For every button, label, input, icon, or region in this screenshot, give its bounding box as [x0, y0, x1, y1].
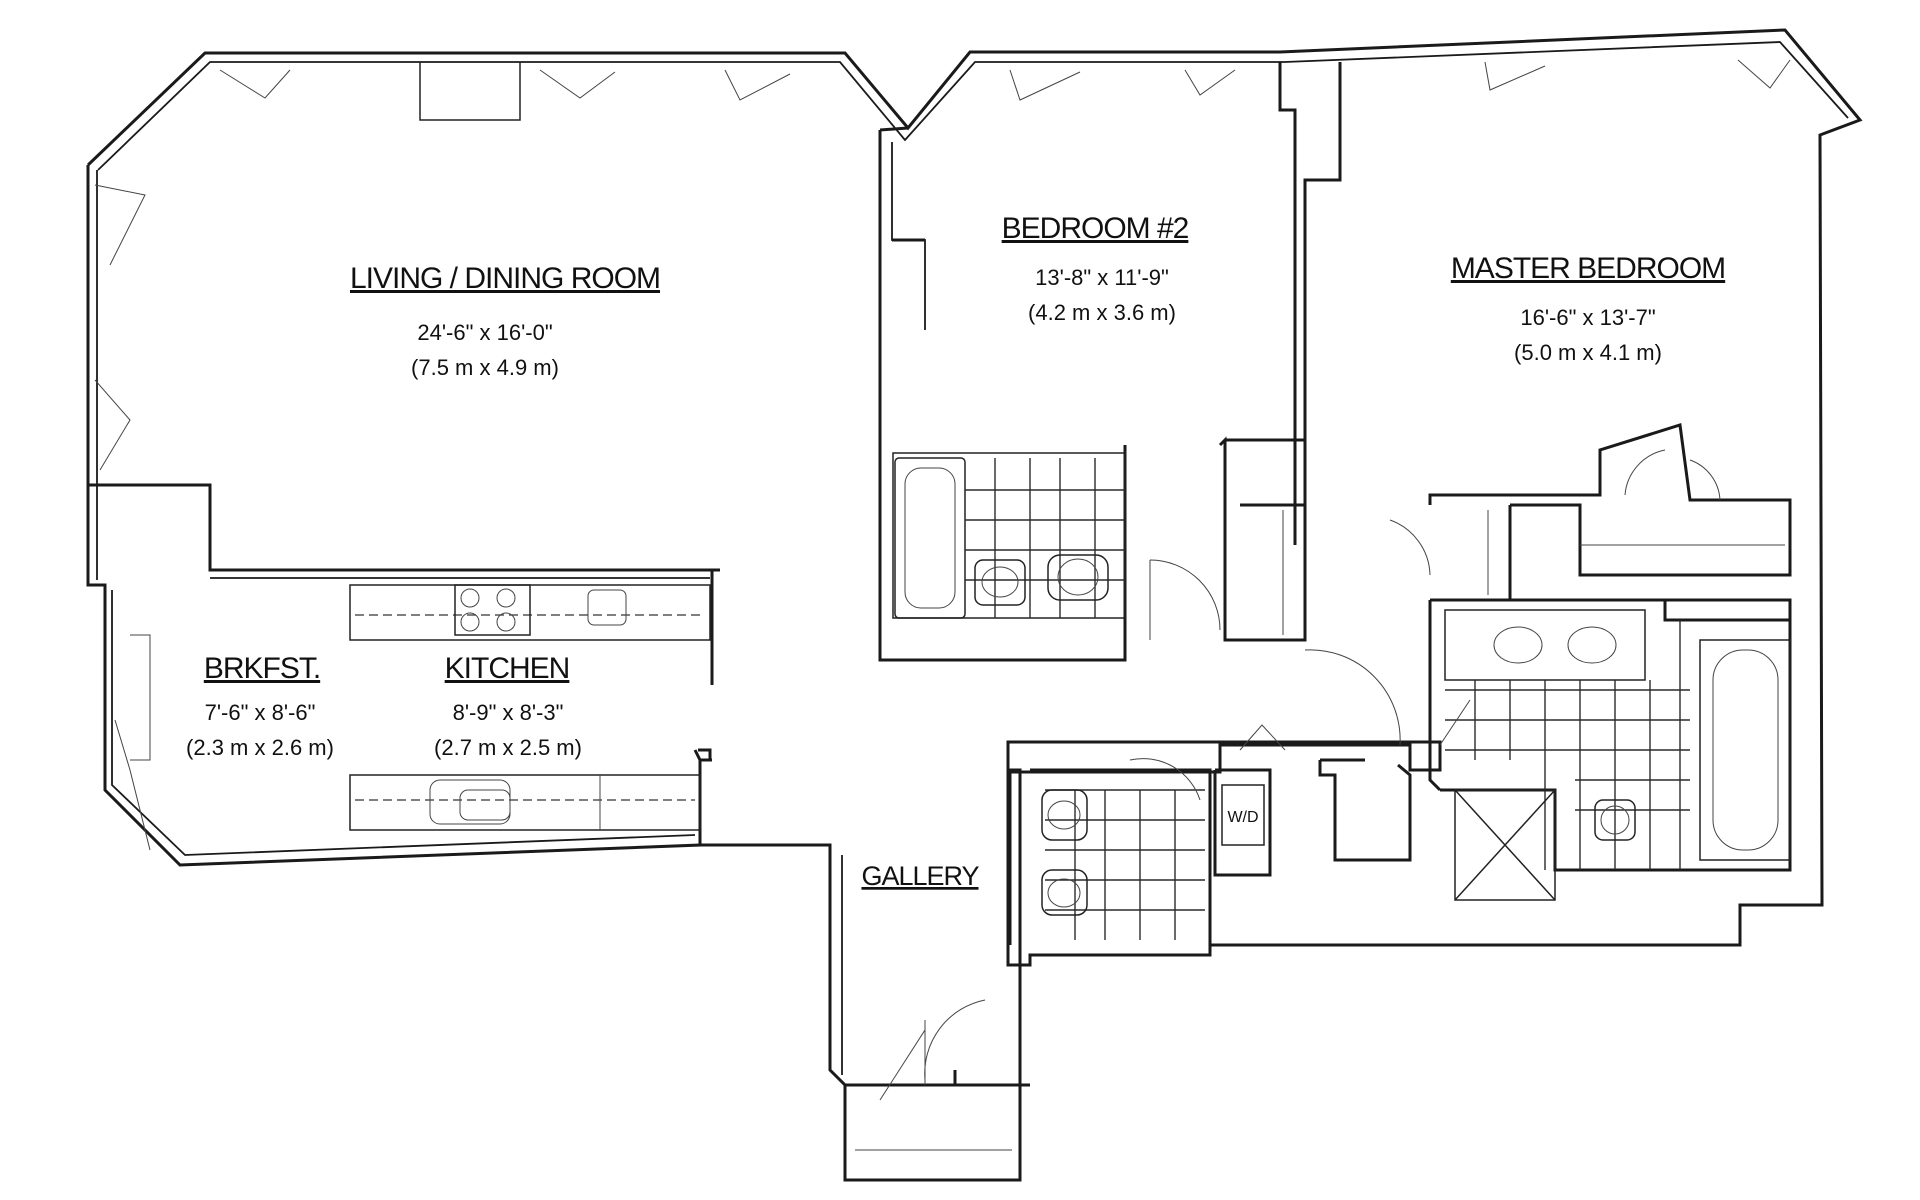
exterior-walls — [86, 28, 1863, 1182]
breakfast-dim-imperial: 7'-6" x 8'-6" — [205, 700, 316, 725]
bedroom2-dim-metric: (4.2 m x 3.6 m) — [1028, 300, 1176, 325]
living-room-dim-metric: (7.5 m x 4.9 m) — [411, 355, 559, 380]
breakfast-name: BRKFST. — [204, 652, 320, 685]
bedroom2-bath — [892, 452, 1126, 619]
interior-walls — [88, 62, 1792, 1182]
gallery-name: GALLERY — [861, 861, 979, 891]
washer-dryer-label: W/D — [1227, 809, 1258, 826]
master-bedroom-name: MASTER BEDROOM — [1451, 252, 1725, 285]
window-swings — [94, 59, 1791, 851]
kitchen-dim-metric: (2.7 m x 2.5 m) — [434, 735, 582, 760]
washer-dryer-box — [1221, 784, 1265, 846]
bedroom2-dim-imperial: 13'-8" x 11'-9" — [1035, 265, 1169, 290]
master-bath — [1444, 609, 1791, 901]
living-room-dim-imperial: 24'-6" x 16'-0" — [417, 320, 552, 345]
kitchen-counters — [130, 584, 711, 831]
doors — [879, 449, 1721, 1101]
master-bedroom-dim-metric: (5.0 m x 4.1 m) — [1514, 340, 1662, 365]
breakfast-dim-metric: (2.3 m x 2.6 m) — [186, 735, 334, 760]
room-labels: LIVING / DINING ROOM 24'-6" x 16'-0" (7.… — [186, 212, 1726, 891]
bedroom2-name: BEDROOM #2 — [1002, 212, 1189, 245]
master-bedroom-dim-imperial: 16'-6" x 13'-7" — [1520, 305, 1655, 330]
kitchen-dim-imperial: 8'-9" x 8'-3" — [453, 700, 564, 725]
living-room-name: LIVING / DINING ROOM — [350, 262, 660, 295]
hall-bath — [1041, 789, 1205, 940]
kitchen-name: KITCHEN — [445, 652, 570, 685]
